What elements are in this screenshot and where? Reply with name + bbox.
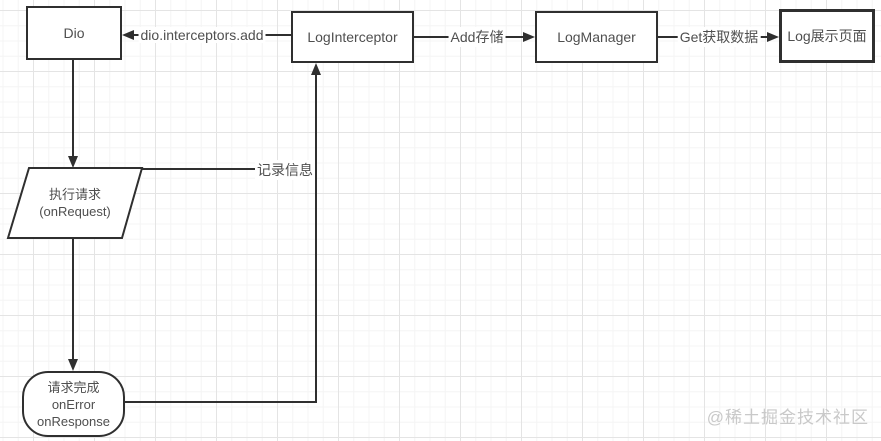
juejin-watermark: @稀土掘金技术社区 [706,408,869,427]
execute-request-line2: (onRequest) [39,204,111,219]
node-log-display-page-label: Log展示页面 [787,27,867,44]
node-execute-request-label: 执行请求 (onRequest) [18,178,132,228]
arrowhead-down-icon [68,359,78,371]
node-log-display-page: Log展示页面 [779,9,875,63]
arrowhead-left-icon [122,30,134,40]
node-log-manager-label: LogManager [557,28,636,45]
execute-request-line1: 执行请求 [48,187,101,202]
request-complete-line3: onResponse [37,413,110,429]
edge-label-add-store: Add存储 [448,27,506,47]
node-log-interceptor: LogInterceptor [291,11,414,63]
request-complete-line2: onError [51,396,96,412]
arrowhead-down-icon [68,156,78,168]
arrowhead-right-icon [767,32,779,42]
node-dio-label: Dio [63,24,85,41]
arrowhead-right-icon [523,32,535,42]
request-complete-line1: 请求完成 [47,379,100,395]
edge-label-dio-interceptors-add: dio.interceptors.add [138,27,266,43]
edge-label-get-fetch-data: Get获取数据 [677,27,761,47]
edge-label-record-info: 记录信息 [255,160,315,180]
node-log-interceptor-label: LogInterceptor [307,28,398,45]
node-log-manager: LogManager [535,11,658,63]
parallelogram-shape [6,167,144,239]
arrowhead-up-icon [311,63,321,75]
node-request-complete: 请求完成 onError onResponse [22,371,125,437]
node-dio: Dio [26,6,122,60]
edge-complete-to-interceptor [125,73,317,403]
